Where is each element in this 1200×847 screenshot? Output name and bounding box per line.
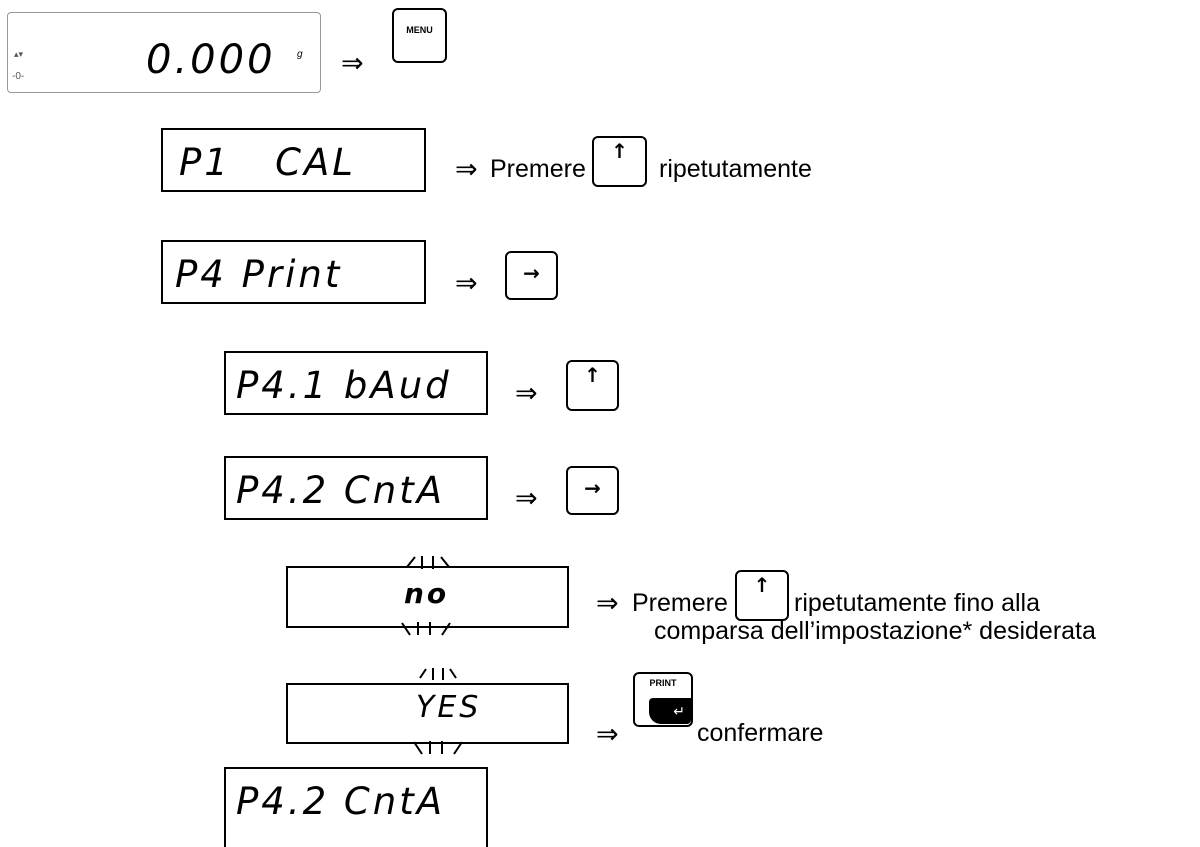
up-arrow-icon: ↑ — [584, 363, 601, 387]
lcd-display-p1-cal: P1 CAL — [161, 128, 426, 192]
display-value: P4 Print — [175, 253, 343, 296]
lcd-display-p4-print: P4 Print — [161, 240, 426, 304]
blink-marks-bottom — [401, 622, 451, 636]
lcd-display-p4-1-baud: P4.1 bAud — [224, 351, 488, 415]
unit-label: g — [297, 49, 303, 60]
zero-indicator: -0- — [12, 71, 25, 82]
display-value: 0.000 — [146, 37, 276, 83]
menu-key[interactable]: MENU — [392, 8, 447, 63]
lcd-display-p4-2-cnta: P4.2 CntA — [224, 456, 488, 520]
blink-marks-bottom — [413, 741, 463, 755]
up-arrow-key[interactable]: ↑ — [592, 136, 647, 187]
display-value: P4.1 bAud — [236, 364, 452, 407]
display-value: no — [404, 577, 450, 610]
action-text-ripetutamente-fino: ripetutamente fino alla — [794, 589, 1040, 617]
up-arrow-key[interactable]: ↑ — [566, 360, 619, 411]
action-text-confermare: confermare — [697, 719, 824, 747]
up-arrow-key[interactable]: ↑ — [735, 570, 789, 621]
display-value: P4.2 CntA — [236, 469, 446, 512]
blink-marks-top — [419, 668, 457, 680]
lcd-display-no — [286, 566, 569, 628]
right-arrow-key[interactable]: → — [505, 251, 558, 300]
implies-arrow: ⇒ — [455, 268, 478, 299]
action-text-premere: Premere — [490, 155, 586, 183]
display-value: P1 CAL — [179, 141, 356, 184]
action-text-premere: Premere — [632, 589, 728, 617]
implies-arrow: ⇒ — [341, 48, 364, 79]
action-text-ripetutamente: ripetutamente — [659, 155, 812, 183]
action-text-comparsa: comparsa dell’impostazione* desiderata — [654, 617, 1096, 645]
display-value: YES — [416, 690, 482, 725]
up-arrow-icon: ↑ — [753, 573, 771, 597]
implies-arrow: ⇒ — [515, 483, 538, 514]
stability-indicator: ▴▾ — [14, 49, 24, 59]
implies-arrow: ⇒ — [596, 588, 619, 619]
lcd-display-p4-2-cnta-final: P4.2 CntA — [224, 767, 488, 847]
lcd-display-zero: ▴▾ -0- 0.000 g — [7, 12, 321, 93]
lcd-display-yes — [286, 683, 569, 744]
implies-arrow: ⇒ — [596, 719, 619, 750]
print-key-label: PRINT — [649, 678, 677, 688]
right-arrow-icon: → — [584, 476, 601, 500]
print-enter-key[interactable]: PRINT ↵ — [633, 672, 693, 727]
up-arrow-icon: ↑ — [611, 139, 628, 163]
display-value: P4.2 CntA — [236, 780, 446, 823]
right-arrow-icon: → — [523, 261, 540, 285]
blink-marks-top — [406, 556, 450, 569]
implies-arrow: ⇒ — [515, 378, 538, 409]
implies-arrow: ⇒ — [455, 154, 478, 185]
right-arrow-key[interactable]: → — [566, 466, 619, 515]
menu-key-label: MENU — [406, 25, 433, 35]
enter-icon: ↵ — [649, 698, 691, 724]
